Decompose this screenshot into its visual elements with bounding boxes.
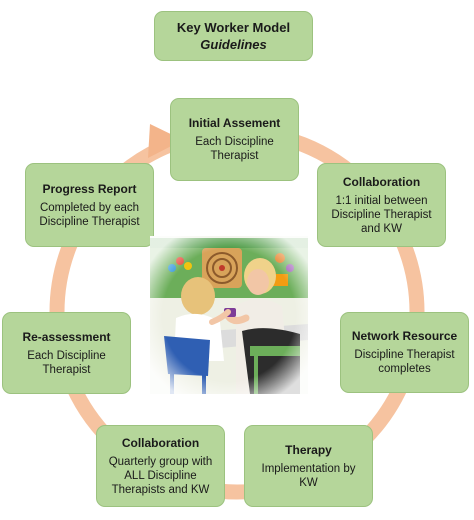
step-heading: Collaboration xyxy=(121,435,200,450)
step-body: Discipline Therapist completes xyxy=(354,349,455,375)
step-body: Completed by each Discipline Therapist xyxy=(39,201,140,228)
subtitle-text: Guidelines xyxy=(200,37,267,52)
step-body: Quarterly group with ALL Discipline Ther… xyxy=(108,455,213,496)
step-body: Each Discipline Therapist xyxy=(27,349,106,376)
step-heading: Therapy xyxy=(285,442,332,457)
step-heading: Network Resource xyxy=(351,329,458,343)
step-progress-report: Progress Report Completed by each Discip… xyxy=(25,163,154,247)
step-collaboration-initial: Collaboration 1:1 initial between Discip… xyxy=(317,163,446,247)
title-box: Key Worker Model Guidelines xyxy=(154,11,313,61)
step-re-assessment: Re-assessment Each Discipline Therapist xyxy=(2,312,131,394)
step-body: Implementation by KW xyxy=(261,462,356,489)
step-heading: Initial Assement xyxy=(188,116,281,130)
title-text: Key Worker Model xyxy=(176,20,291,35)
step-collaboration-quarterly: Collaboration Quarterly group with ALL D… xyxy=(96,425,225,507)
step-therapy: Therapy Implementation by KW xyxy=(244,425,373,507)
therapy-photo xyxy=(150,236,308,394)
step-heading: Progress Report xyxy=(42,181,137,196)
cycle-arrowhead xyxy=(148,124,183,158)
step-heading: Re-assessment xyxy=(22,329,111,344)
step-body: Each Discipline Therapist xyxy=(195,136,274,162)
step-heading: Collaboration xyxy=(342,174,421,189)
therapy-photo-illustration xyxy=(150,236,308,394)
step-body: 1:1 initial between Discipline Therapist… xyxy=(331,194,432,235)
step-initial-assessment: Initial Assement Each Discipline Therapi… xyxy=(170,98,299,181)
step-network-resource: Network Resource Discipline Therapist co… xyxy=(340,312,469,393)
